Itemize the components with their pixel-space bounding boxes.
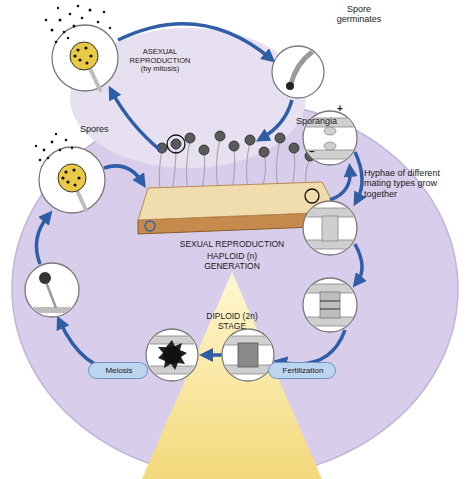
fertilization-pill: Fertilization [268, 362, 336, 379]
generation-label: HAPLOID (n) GENERATION [180, 252, 284, 272]
stage-caption: Hyphae of different mating types grow to… [364, 168, 459, 199]
spore-dots-part [65, 139, 68, 142]
part-name: Sporangia [296, 116, 356, 126]
spore-dots-part [97, 21, 100, 24]
spore-dots-part [47, 157, 50, 160]
process-name: Meiosis [89, 363, 149, 378]
stage-label: DIPLOID (2n) STAGE [192, 312, 272, 332]
part-name: Spores [80, 124, 130, 134]
spore-dots-part [35, 145, 37, 147]
process-name: Fertilization [269, 363, 337, 378]
spore-dots-part [55, 133, 57, 135]
region-caption: ASEXUAL REPRODUCTION (by mitosis) [125, 48, 195, 74]
asexual-sporangium-inset-part-part [78, 58, 81, 61]
spore-dots-part [81, 17, 84, 20]
spore-dots-part [39, 159, 42, 162]
cycle-arrows-part [118, 24, 270, 58]
spore-dots-part [51, 29, 54, 32]
spore-dots [45, 5, 112, 44]
spore-dots-part [45, 19, 48, 22]
spore-dots-part [57, 7, 59, 9]
spore-dots-part [67, 37, 69, 39]
spore-dots-part [109, 27, 111, 29]
spore-dots [35, 133, 73, 162]
mating-type-sign: + [334, 103, 346, 115]
spore-dots-part [103, 11, 106, 14]
mating-type-sign: − [306, 146, 318, 158]
cycle-heading: SEXUAL REPRODUCTION [162, 240, 302, 250]
haploid-generation-region: SEXUAL REPRODUCTION HAPLOID (n) GENERATIO… [12, 100, 458, 478]
asexual-sporangium-inset-part-part [84, 46, 87, 49]
spore-dots-part [71, 147, 73, 149]
region-oval [12, 100, 458, 478]
germinating-spore-inset-part-part [291, 52, 312, 84]
asexual-sporangium-inset-part [70, 42, 98, 70]
meiosis-pill: Meiosis [88, 362, 148, 379]
spore-dots-part [89, 9, 92, 12]
spore-dots-part [51, 141, 54, 144]
asexual-sporangium-inset-part [87, 62, 100, 90]
spore-dots-part [63, 31, 66, 34]
spore-dots-part [55, 41, 58, 44]
spore-dots-part [77, 5, 80, 8]
germinating-spore-inset-part [272, 46, 324, 98]
asexual-sporangium-inset-part [73, 46, 92, 64]
spore-dots-part [69, 13, 72, 16]
germinating-spore-inset [272, 46, 324, 98]
asexual-sporangium-inset-part-part [85, 61, 88, 64]
asexual-sporangium-inset-part-part [89, 54, 92, 57]
asexual-sporangium-inset [45, 5, 118, 91]
germinating-spore-inset-part-part [286, 82, 294, 90]
asexual-sporangium-inset-part [52, 25, 118, 91]
spore-dots-part [59, 19, 62, 22]
asexual-sporangium-inset-part-part [73, 54, 76, 57]
germinating-spore-inset-part [286, 52, 312, 90]
spore-dots-part [43, 149, 46, 152]
spore-dots-part [59, 149, 62, 152]
spore-dots-part [73, 25, 76, 28]
asexual-sporangium-inset-part-part [76, 48, 79, 51]
stage-caption: Spore germinates [328, 4, 390, 25]
